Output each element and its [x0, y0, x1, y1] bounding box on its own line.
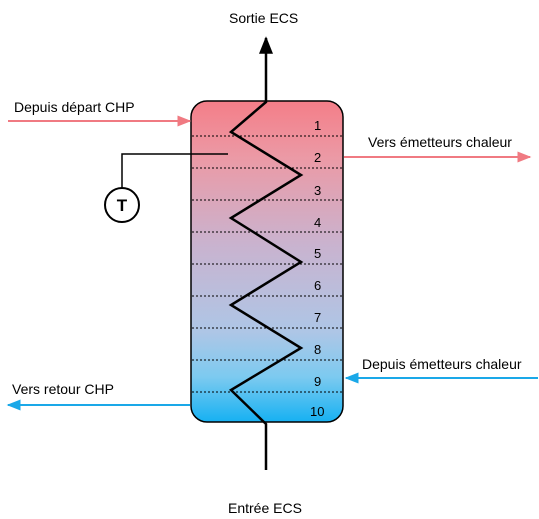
- layer-dividers: [192, 135, 342, 393]
- sensor-lead: [121, 153, 228, 188]
- layer-number-9: 9: [314, 374, 321, 389]
- layer-number-2: 2: [314, 150, 321, 165]
- sortie-ecs-label: Sortie ECS: [229, 10, 299, 26]
- layer-number-6: 6: [314, 278, 321, 293]
- layer-number-3: 3: [314, 183, 321, 198]
- layer-number-4: 4: [314, 215, 321, 230]
- chp-supply-label: Depuis départ CHP: [14, 99, 135, 115]
- layer-numbers: 1 2 3 4 5 6 7 8 9 10: [310, 118, 324, 419]
- sensor-symbol: T: [117, 196, 128, 215]
- chp-return-label: Vers retour CHP: [12, 381, 114, 397]
- sensor-circle: [104, 187, 140, 223]
- layer-number-8: 8: [314, 342, 321, 357]
- heat-exchanger-coil: [228, 40, 304, 470]
- layer-number-5: 5: [314, 246, 321, 261]
- coil-zigzag: [228, 40, 304, 470]
- entree-ecs-label: Entrée ECS: [228, 500, 302, 516]
- layer-number-7: 7: [314, 310, 321, 325]
- layer-number-10: 10: [310, 404, 324, 419]
- layer-number-1: 1: [314, 118, 321, 133]
- temperature-sensor: T: [104, 153, 228, 223]
- to-emitters-label: Vers émetteurs chaleur: [368, 134, 512, 150]
- from-emitters-label: Depuis émetteurs chaleur: [362, 356, 522, 372]
